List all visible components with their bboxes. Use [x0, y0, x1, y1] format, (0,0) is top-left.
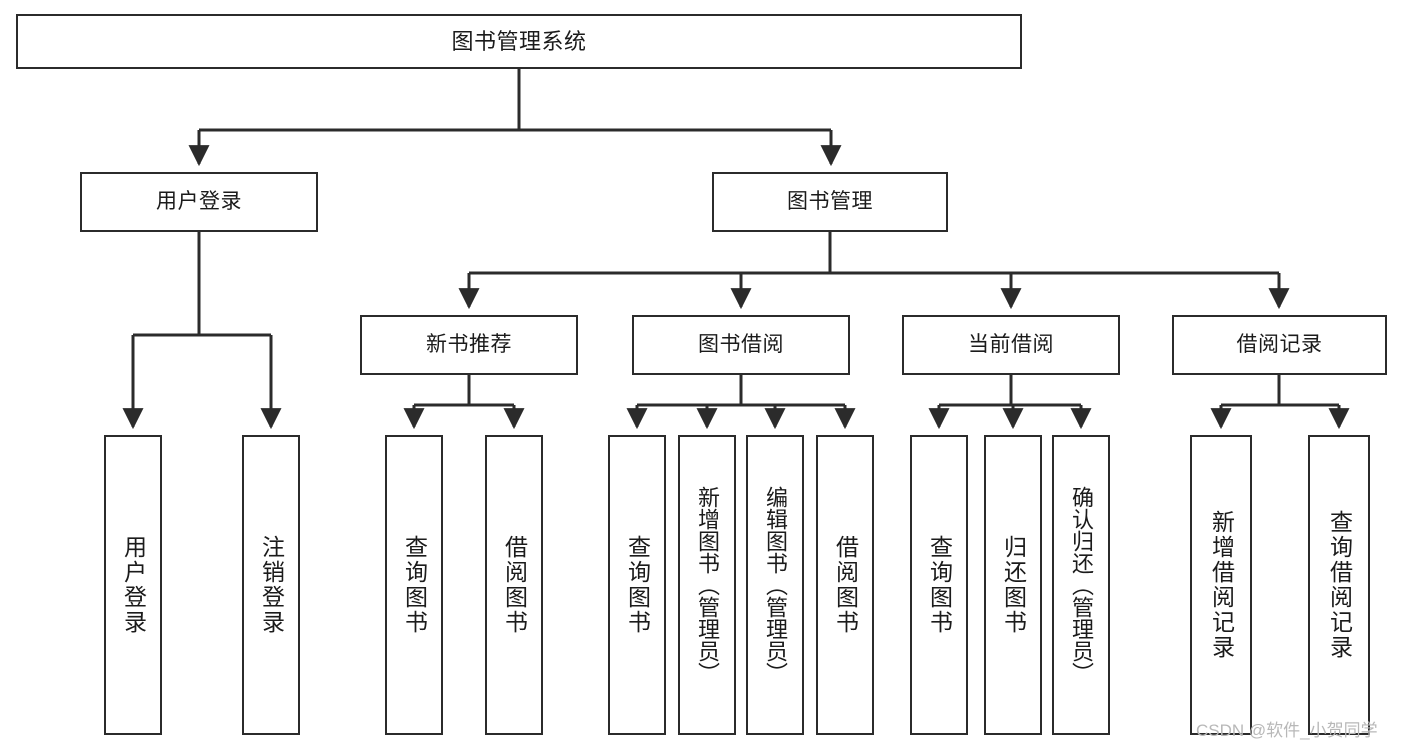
node-current-borrow[interactable]: 当前借阅 [902, 315, 1120, 375]
node-label: 图书借阅 [698, 332, 784, 356]
node-label: 图书管理系统 [451, 28, 587, 54]
node-label: 编辑图书（管理员） [763, 486, 788, 684]
node-label: 查询图书 [624, 535, 651, 635]
node-leaf-logout[interactable]: 注销登录 [242, 435, 300, 735]
node-leaf-confirm-return[interactable]: 确认归还（管理员） [1052, 435, 1110, 735]
node-leaf-borrow-book-1[interactable]: 借阅图书 [485, 435, 543, 735]
node-new-book-rec[interactable]: 新书推荐 [360, 315, 578, 375]
node-root-system[interactable]: 图书管理系统 [16, 14, 1022, 69]
node-label: 用户登录 [156, 189, 242, 213]
node-label: 新增图书（管理员） [695, 486, 720, 684]
node-label: 借阅图书 [501, 535, 528, 635]
node-leaf-edit-book[interactable]: 编辑图书（管理员） [746, 435, 804, 735]
node-label: 注销登录 [258, 535, 285, 635]
node-label: 新增借阅记录 [1208, 510, 1235, 660]
node-label: 当前借阅 [968, 332, 1054, 356]
node-label: 借阅记录 [1236, 332, 1323, 356]
node-label: 借阅图书 [832, 535, 859, 635]
node-leaf-query-book-2[interactable]: 查询图书 [608, 435, 666, 735]
node-label: 归还图书 [1000, 535, 1027, 635]
node-label: 图书管理 [787, 189, 873, 213]
node-leaf-add-book[interactable]: 新增图书（管理员） [678, 435, 736, 735]
node-leaf-return-book[interactable]: 归还图书 [984, 435, 1042, 735]
node-leaf-user-login[interactable]: 用户登录 [104, 435, 162, 735]
node-leaf-add-record[interactable]: 新增借阅记录 [1190, 435, 1252, 735]
node-book-borrow[interactable]: 图书借阅 [632, 315, 850, 375]
node-label: 用户登录 [120, 535, 147, 635]
node-leaf-query-book-3[interactable]: 查询图书 [910, 435, 968, 735]
node-label: 查询图书 [401, 535, 428, 635]
node-borrow-record[interactable]: 借阅记录 [1172, 315, 1387, 375]
node-leaf-borrow-book-2[interactable]: 借阅图书 [816, 435, 874, 735]
node-leaf-query-record[interactable]: 查询借阅记录 [1308, 435, 1370, 735]
node-label: 新书推荐 [426, 332, 512, 356]
node-label: 查询借阅记录 [1326, 510, 1353, 660]
node-label: 确认归还（管理员） [1069, 486, 1094, 684]
node-book-manage[interactable]: 图书管理 [712, 172, 948, 232]
node-leaf-query-book-1[interactable]: 查询图书 [385, 435, 443, 735]
node-label: 查询图书 [926, 535, 953, 635]
node-user-login[interactable]: 用户登录 [80, 172, 318, 232]
